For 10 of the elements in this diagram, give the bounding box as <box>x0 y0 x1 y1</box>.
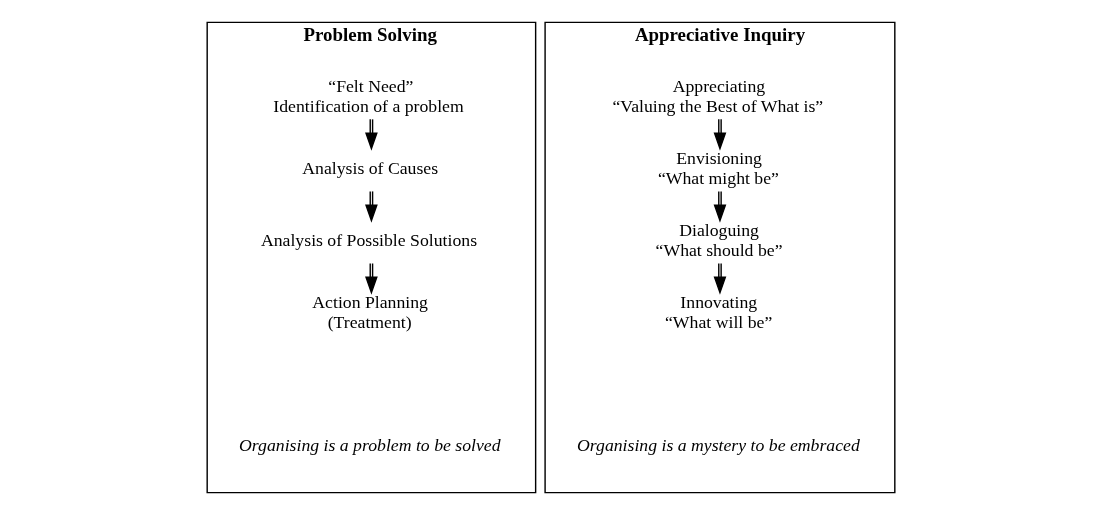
node-text: Dialoguing “What should be” <box>655 220 783 261</box>
node-text: Action Planning (Treatment) <box>311 292 428 333</box>
node-text: Organising is a problem to be solved <box>238 434 501 455</box>
node-text: Organising is a mystery to be embraced <box>576 434 860 455</box>
node-text: Analysis of Possible Solutions <box>260 230 477 251</box>
node-text: Appreciating “Valuing the Best of What is” <box>611 76 823 117</box>
node-text: “Felt Need” Identification of a problem <box>272 76 464 117</box>
node-text: Innovating “What will be” <box>664 292 772 333</box>
node-text: Envisioning “What might be” <box>657 148 779 189</box>
node-text: Analysis of Causes <box>301 158 438 179</box>
